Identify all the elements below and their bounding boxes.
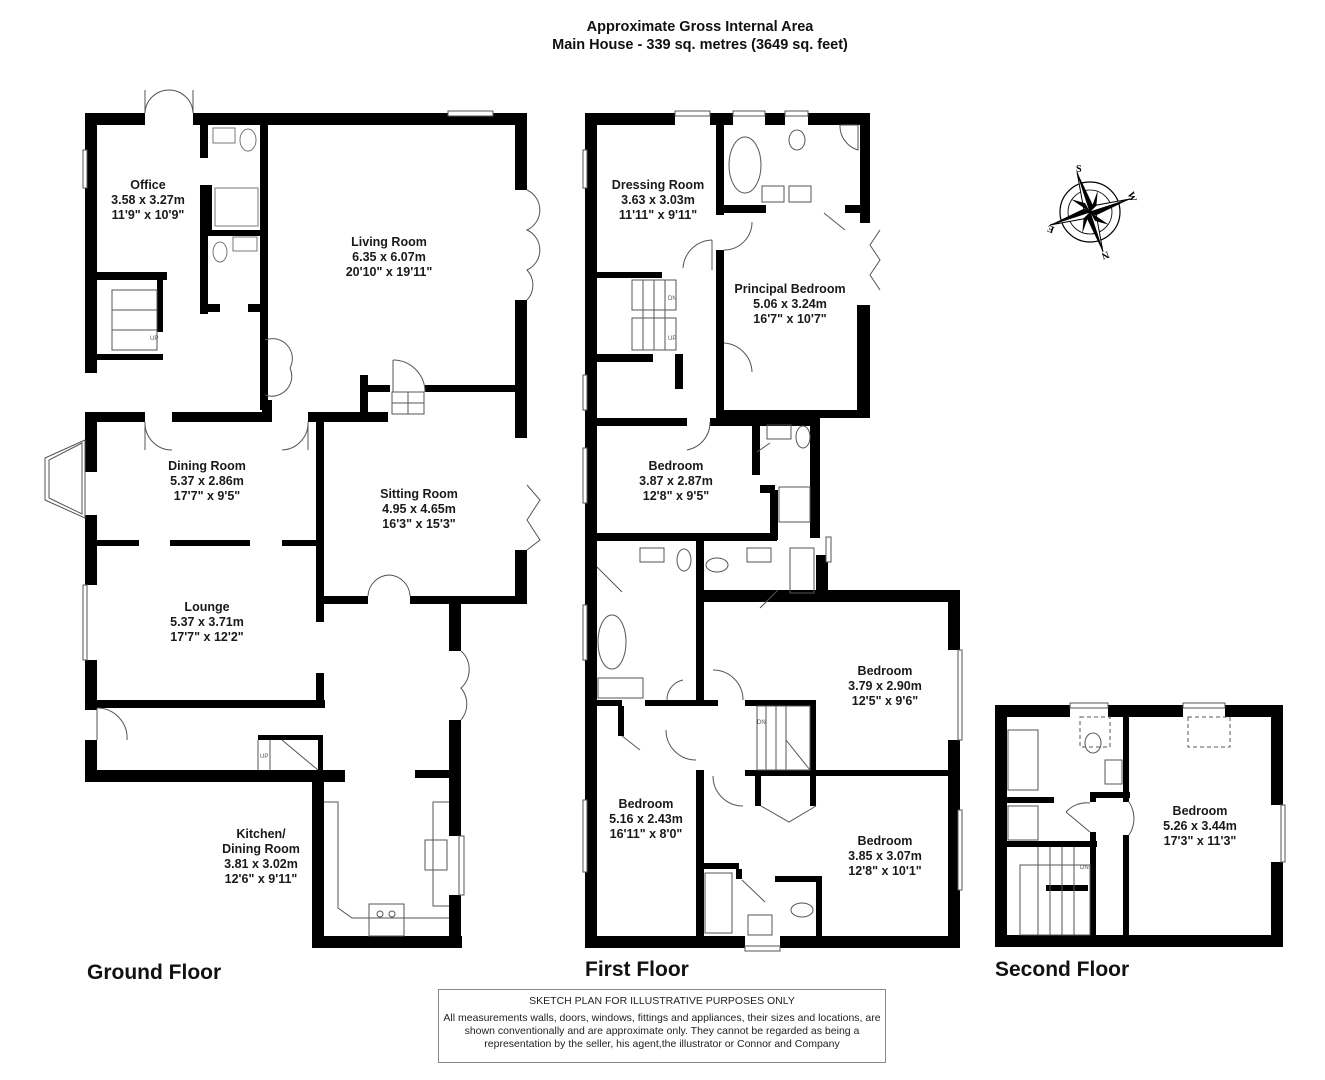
svg-text:DN: DN	[668, 296, 677, 302]
room-imperial: 17'7" x 12'2"	[170, 630, 244, 644]
room-imperial: 16'7" x 10'7"	[753, 312, 827, 326]
ground-stair-labels: UP UP	[150, 336, 268, 760]
room-name: Living Room	[351, 235, 427, 249]
header-area: Main House - 339 sq. metres (3649 sq. fe…	[552, 37, 848, 53]
room-principal-bedroom: Principal Bedroom 5.06 x 3.24m 16'7" x 1…	[734, 282, 845, 327]
svg-text:N: N	[1099, 248, 1110, 260]
second-floor-fixtures	[1007, 702, 1286, 936]
room-name: Lounge	[184, 600, 230, 614]
room-metric: 4.95 x 4.65m	[382, 502, 456, 516]
ground-floor-fixtures	[44, 89, 541, 937]
disclaimer-box: SKETCH PLAN FOR ILLUSTRATIVE PURPOSES ON…	[438, 989, 886, 1063]
disclaimer-heading: SKETCH PLAN FOR ILLUSTRATIVE PURPOSES ON…	[529, 995, 795, 1007]
second-floor-walls	[995, 705, 1283, 947]
header-title: Approximate Gross Internal Area	[586, 19, 814, 35]
svg-text:DN: DN	[757, 720, 766, 726]
first-floor-walls	[585, 113, 960, 948]
room-metric: 3.85 x 3.07m	[848, 849, 922, 863]
svg-text:UP: UP	[668, 336, 676, 342]
room-office: Office 3.58 x 3.27m 11'9" x 10'9"	[111, 178, 185, 223]
room-metric: 5.37 x 3.71m	[170, 615, 244, 629]
svg-text:DN: DN	[1080, 865, 1089, 871]
floor-label-first: First Floor	[585, 958, 689, 981]
room-name: Bedroom	[648, 459, 704, 473]
room-kitchen-dining: Kitchen/ Dining Room 3.81 x 3.02m 12'6" …	[222, 827, 300, 887]
svg-text:E: E	[1046, 222, 1056, 235]
room-name: Office	[130, 178, 166, 192]
room-bedroom-2: Bedroom 3.87 x 2.87m 12'8" x 9'5"	[639, 459, 713, 504]
room-metric: 5.26 x 3.44m	[1163, 819, 1237, 833]
svg-text:W: W	[1124, 190, 1138, 203]
second-stair-labels: DN	[1080, 865, 1089, 871]
disclaimer-body: All measurements walls, doors, windows, …	[443, 1012, 881, 1050]
room-name-2: Dining Room	[222, 842, 300, 856]
first-floor-fixtures	[582, 110, 963, 952]
room-dining-room: Dining Room 5.37 x 2.86m 17'7" x 9'5"	[168, 459, 246, 504]
room-imperial: 17'7" x 9'5"	[173, 489, 241, 503]
ground-floor-walls	[85, 113, 527, 948]
room-imperial: 16'11" x 8'0"	[609, 827, 683, 841]
room-metric: 3.79 x 2.90m	[848, 679, 922, 693]
room-metric: 5.06 x 3.24m	[753, 297, 827, 311]
svg-text:S: S	[1076, 164, 1082, 175]
floor-label-ground: Ground Floor	[87, 961, 222, 984]
room-lounge: Lounge 5.37 x 3.71m 17'7" x 12'2"	[170, 600, 244, 645]
room-imperial: 12'6" x 9'11"	[224, 872, 298, 886]
compass-rose-icon: S W E N	[1046, 164, 1139, 260]
room-imperial: 11'9" x 10'9"	[111, 208, 185, 222]
room-second-bedroom: Bedroom 5.26 x 3.44m 17'3" x 11'3"	[1163, 804, 1237, 849]
room-living-room: Living Room 6.35 x 6.07m 20'10" x 19'11"	[346, 235, 433, 280]
room-name: Bedroom	[857, 834, 913, 848]
room-bedroom-5: Bedroom 3.85 x 3.07m 12'8" x 10'1"	[848, 834, 922, 879]
room-metric: 6.35 x 6.07m	[352, 250, 426, 264]
room-bedroom-3: Bedroom 3.79 x 2.90m 12'5" x 9'6"	[848, 664, 922, 709]
room-imperial: 17'3" x 11'3"	[1163, 834, 1237, 848]
room-sitting-room: Sitting Room 4.95 x 4.65m 16'3" x 15'3"	[380, 487, 458, 532]
room-name: Dining Room	[168, 459, 246, 473]
room-metric: 3.87 x 2.87m	[639, 474, 713, 488]
room-imperial: 12'5" x 9'6"	[851, 694, 919, 708]
room-name: Kitchen/	[236, 827, 286, 841]
floor-label-second: Second Floor	[995, 958, 1130, 981]
room-metric: 3.58 x 3.27m	[111, 193, 185, 207]
first-stair-labels: DN UP DN	[668, 296, 766, 726]
room-imperial: 12'8" x 9'5"	[642, 489, 710, 503]
room-metric: 3.81 x 3.02m	[224, 857, 298, 871]
room-metric: 5.16 x 2.43m	[609, 812, 683, 826]
room-imperial: 20'10" x 19'11"	[345, 265, 433, 279]
room-metric: 5.37 x 2.86m	[170, 474, 244, 488]
room-bedroom-4: Bedroom 5.16 x 2.43m 16'11" x 8'0"	[609, 797, 683, 842]
room-name: Principal Bedroom	[734, 282, 846, 296]
svg-text:UP: UP	[260, 754, 268, 760]
room-name: Bedroom	[857, 664, 913, 678]
room-name: Bedroom	[618, 797, 674, 811]
room-imperial: 12'8" x 10'1"	[848, 864, 922, 878]
svg-text:UP: UP	[150, 336, 158, 342]
room-name: Bedroom	[1172, 804, 1228, 818]
room-imperial: 11'11" x 9'11"	[618, 208, 698, 222]
room-imperial: 16'3" x 15'3"	[382, 517, 456, 531]
room-name: Sitting Room	[380, 487, 458, 501]
room-dressing-room: Dressing Room 3.63 x 3.03m 11'11" x 9'11…	[612, 178, 704, 223]
room-name: Dressing Room	[611, 178, 705, 192]
gross-area-header: Approximate Gross Internal Area Main Hou…	[500, 18, 900, 54]
room-metric: 3.63 x 3.03m	[621, 193, 695, 207]
